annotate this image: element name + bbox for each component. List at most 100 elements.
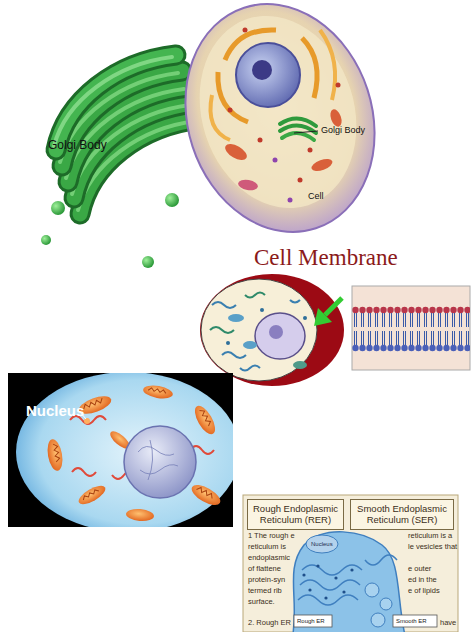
golgi-illustration [51,201,65,215]
membrane-cell-illustration [243,341,257,349]
er-panel [243,495,458,632]
part-label: Golgi Body [321,126,365,135]
cell-illustration [288,198,293,203]
nucleus-panel [76,482,108,507]
header-box: Smooth Endoplasmic Reticulum (SER) [350,499,454,530]
lipid-bilayer-illustration [352,306,470,352]
er-panel [298,595,358,605]
cell-illustration [252,60,272,80]
cell-illustration [273,158,278,163]
er-panel [380,598,392,610]
nucleus-panel [16,373,233,527]
membrane-cell-illustration [228,314,244,322]
nucleus-panel [189,481,224,509]
membrane-cell-illustration [201,279,317,381]
membrane-cell-illustration [269,325,283,339]
nucleus-panel [126,508,155,522]
body-text: 1 The rough e [248,532,295,540]
er-panel [324,596,327,599]
golgi-illustration [54,55,176,150]
cell-illustration [223,141,250,163]
part-label: Rough ER [297,618,325,624]
body-text: 2. Rough ER [248,619,291,627]
nucleus-panel [8,372,240,532]
body-text: protein-syn [248,576,285,584]
er-panel [365,583,379,597]
golgi-illustration [56,55,176,150]
membrane-cell-illustration [226,341,230,345]
part-label: Smooth ER [396,618,427,624]
membrane-cell-illustration [314,308,332,326]
membrane-cell-illustration [222,352,246,358]
cell-illustration [310,157,334,174]
nucleus-panel [82,398,103,409]
membrane-cell-illustration [240,366,260,371]
cell-illustration [320,30,335,100]
nucleus-panel [200,408,212,426]
nucleus-panel [124,426,196,498]
part-label: Nucleus [311,541,333,547]
cell-illustration [228,108,233,113]
nucleus-panel [82,488,99,500]
nucleus-panel [196,486,214,498]
cell-illustration [258,138,263,143]
membrane-cell-illustration [200,274,344,386]
nucleus-panel [72,468,96,476]
cell-illustration [308,148,313,153]
golgi-illustration [56,55,176,150]
membrane-cell-illustration [212,302,236,308]
cell-illustration [282,133,314,140]
body-text: of flattene [248,565,281,573]
er-panel [334,576,337,579]
membrane-cell-illustration [293,361,307,369]
er-panel [302,573,305,576]
nucleus-panel [126,508,155,522]
body-text: le vesicles that [408,543,457,551]
er-panel [308,588,311,591]
nucleus-panel [191,403,219,438]
body-text: e outer [408,565,431,573]
golgi-illustration [41,235,51,245]
body-text: reticulum is a [408,532,452,540]
cell-illustration [175,0,380,229]
cell-illustration [294,131,318,133]
header-box: Rough Endoplasmic Reticulum (RER) [247,499,344,530]
nucleus-panel [45,438,64,472]
body-text: surface. [248,598,275,606]
golgi-illustration [41,55,201,268]
golgi-illustration [165,193,179,207]
membrane-cell-illustration [303,316,307,320]
membrane-cell-illustration [325,298,342,315]
er-panel [302,565,362,575]
golgi-illustration [54,57,172,146]
cell-illustration [243,28,248,33]
er-panel [342,590,345,593]
nucleus-panel [84,418,90,424]
er-panel [294,615,332,627]
cell-illustration [157,0,404,257]
cell-illustration [302,38,317,98]
nucleus-panel [191,403,219,438]
er-panel [316,564,319,567]
body-text: termed rib [248,587,282,595]
cell-illustration [236,43,300,107]
header-text: Smooth Endoplasmic Reticulum (SER) [354,504,450,526]
body-text: have [440,619,456,627]
cell-illustration [298,178,303,183]
nucleus-panel [45,438,64,472]
membrane-cell-illustration [210,327,234,333]
nucleus-panel [53,443,60,461]
membrane-cell-illustration [290,300,300,303]
membrane-cell-illustration [200,274,344,386]
nucleus-panel [189,481,224,509]
cell-illustration [157,0,404,257]
er-panel [306,535,338,553]
er-panel [371,613,385,627]
nucleus-panel [142,383,174,400]
body-text: e of lipids [408,587,440,595]
er-panel [300,580,360,590]
part-label: Nucleus [26,403,84,418]
nucleus-panel [148,387,166,393]
